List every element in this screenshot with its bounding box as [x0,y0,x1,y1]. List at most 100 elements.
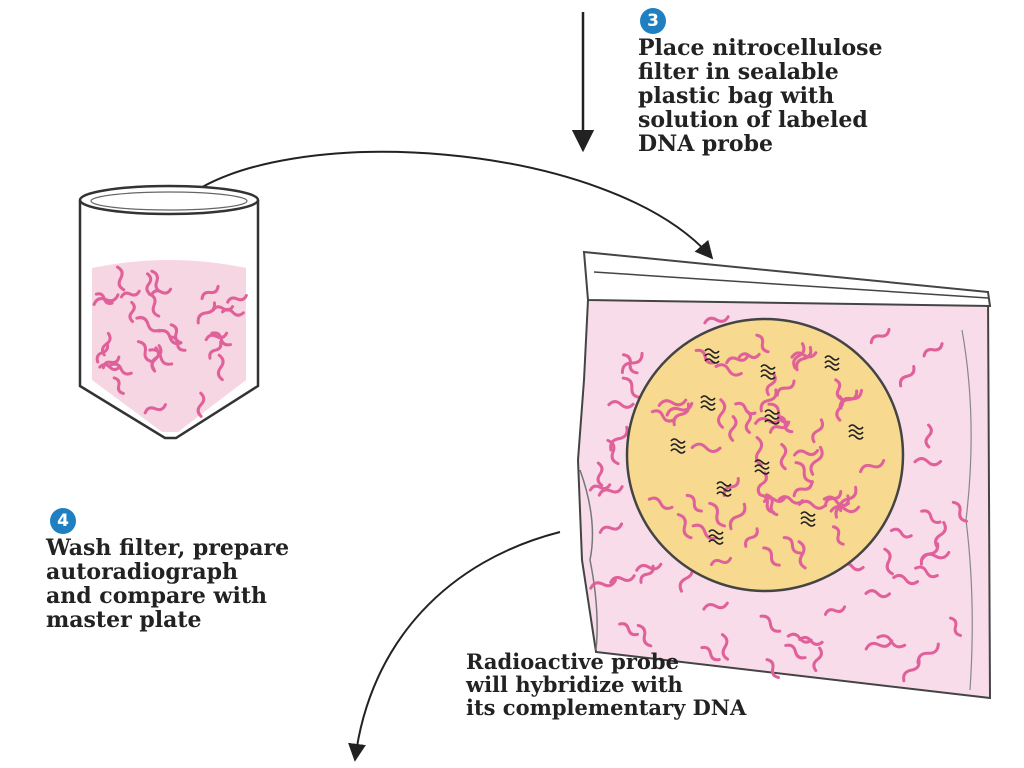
probe-strand [790,351,818,359]
probe-strand [694,348,716,365]
probe-strand [101,331,112,357]
radioactive-probe-icon [764,409,780,425]
probe-strand [708,501,727,528]
probe-strand [150,269,164,294]
probe-strand [119,289,141,299]
probe-strand [765,658,781,679]
probe-strand [115,265,126,292]
radioactive-probe-icon [708,529,724,545]
probe-strand [690,442,722,453]
probe-strand [795,345,813,372]
tube-rim-inner [90,191,248,211]
step-4-badge: 4 [50,508,76,534]
probe-strand [782,536,803,555]
probe-strand [200,284,220,301]
probe-strand [136,340,154,364]
probe-strand [709,556,733,567]
probe-strand [703,315,730,325]
radioactive-probe-icon [848,424,864,440]
probe-strand [914,565,939,579]
probe-strand [916,642,940,665]
probe-strand [620,351,644,374]
tube-probe-strands [92,265,248,418]
probe-strand [759,614,782,633]
probe-strand [112,376,125,395]
probe-strand [196,391,206,418]
probe-strand [700,645,721,662]
radioactive-probe-icon [700,395,716,411]
radioactive-probe-icon [760,364,776,380]
probe-strand [598,522,624,534]
probe-strand [949,616,962,637]
probe-strand [797,540,807,570]
probe-strand [647,496,674,510]
probe-strand [618,622,639,637]
probe-strand [728,415,738,442]
probe-strand [889,527,913,539]
radioactive-probe-icon [824,355,840,371]
probe-strand [216,353,225,382]
probe-strand [864,589,892,599]
sealed-bag-icon [576,250,992,700]
probe-strand [812,646,823,673]
bag-seal-line [593,271,989,299]
probe-strand [775,379,796,397]
probe-strand [759,493,776,514]
bag-probe-strands [588,315,969,683]
probe-strand [717,398,727,429]
step-3-instruction: Place nitrocellulose filter in sealable … [638,35,883,157]
probe-strand [210,331,232,347]
probe-strand [737,352,761,359]
radioactive-probe-icon [670,438,686,454]
probe-strand [702,601,729,611]
curved-arrow-tube-to-bag [182,150,714,260]
probe-strand [792,342,806,370]
probe-strand [809,445,824,476]
probe-strand [777,495,805,505]
probe-strand [951,500,969,523]
probe-strand [596,461,604,487]
radioactive-probe-icon [754,459,770,475]
probe-strand [829,505,861,514]
probe-strand [220,308,245,317]
probe-strand [913,457,943,467]
probe-strand [762,546,781,567]
probe-strand [691,523,718,540]
probe-strand [892,573,920,586]
probe-strand [147,292,161,318]
radioactive-probe-icon [704,348,720,364]
bag-seal-strip [582,250,992,308]
probe-strand [714,363,743,377]
probe-strand [657,398,688,407]
probe-strand [768,420,791,434]
probe-strand [128,300,136,323]
bag-wrinkle [579,469,598,651]
test-tube-icon [78,184,260,440]
probe-strand [934,521,947,549]
probe-strand [621,376,642,399]
probe-strand [135,316,161,333]
probe-strand [831,525,845,546]
probe-strand [665,401,694,417]
probe-strand [109,362,133,376]
probe-strand [919,542,940,566]
probe-strand [609,425,629,452]
probe-strand [196,301,217,325]
probe-strand [759,388,778,413]
probe-strand [902,658,921,683]
probe-strand [94,292,114,305]
probe-strand [145,272,153,296]
probe-strand [755,333,770,354]
probe-strand [792,481,814,498]
probe-strand [589,578,617,590]
probe-strand [762,496,787,503]
radioactive-probe-marks [670,348,864,545]
probe-strand [793,449,820,457]
probe-strand [597,485,624,497]
probe-strand [226,294,248,304]
probe-strand [208,340,223,360]
probe-strand [725,354,750,365]
probe-strand [776,415,794,434]
probe-strand [869,327,891,345]
